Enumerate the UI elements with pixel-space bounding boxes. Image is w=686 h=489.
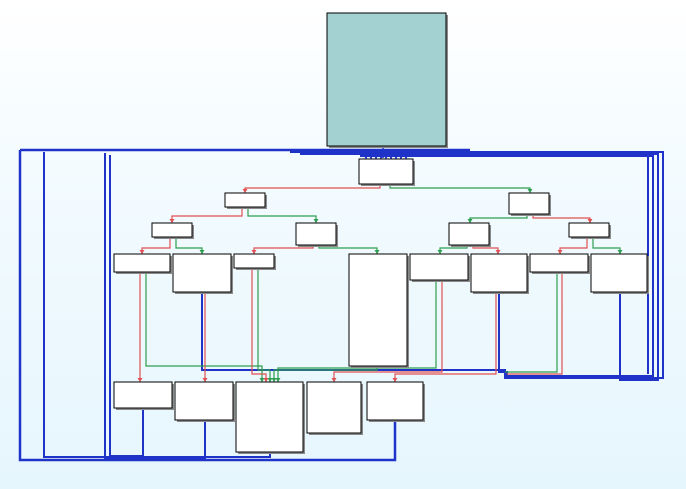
jump-edge: [360, 155, 654, 377]
basic-block[interactable]: [508, 192, 551, 216]
block-body[interactable]: [590, 253, 648, 293]
edge-arrowhead: [368, 155, 374, 159]
block-body[interactable]: [326, 12, 447, 147]
block-body[interactable]: [366, 381, 424, 421]
jump-edge: [18, 150, 397, 462]
basic-block[interactable]: [590, 253, 649, 294]
basic-block[interactable]: [409, 253, 470, 282]
edge-arrowhead: [393, 155, 399, 159]
block-body[interactable]: [448, 222, 490, 246]
true-edge: [257, 268, 271, 382]
edge-arrowhead: [137, 378, 143, 382]
edge-arrowhead: [587, 219, 593, 223]
edge-arrowhead: [139, 250, 145, 254]
true-edge: [175, 237, 203, 254]
edge-arrowhead: [374, 250, 380, 254]
basic-block[interactable]: [151, 222, 194, 239]
true-edge: [592, 237, 621, 254]
false-edge: [171, 207, 243, 223]
jump-edge: [109, 155, 144, 457]
block-body[interactable]: [235, 381, 304, 453]
edge-arrowhead: [373, 155, 379, 159]
edge-arrowhead: [495, 250, 501, 254]
basic-block[interactable]: [470, 253, 529, 294]
basic-blocks[interactable]: [113, 12, 649, 454]
edge-arrowhead: [437, 250, 443, 254]
dispatch-block[interactable]: [358, 158, 415, 186]
basic-block[interactable]: [295, 222, 338, 247]
edge-arrowhead: [398, 155, 404, 159]
edge-arrowhead: [403, 155, 409, 159]
basic-block[interactable]: [172, 253, 233, 294]
edge-arrowhead: [251, 250, 257, 254]
basic-block[interactable]: [348, 253, 409, 368]
basic-block[interactable]: [448, 222, 491, 247]
edge-arrowhead: [388, 155, 394, 159]
entry-block[interactable]: [326, 12, 448, 148]
basic-block[interactable]: [113, 253, 172, 274]
true-edge: [505, 272, 558, 373]
basic-block[interactable]: [233, 253, 276, 270]
edge-arrowhead: [242, 189, 248, 193]
edge-arrowhead: [527, 189, 533, 193]
false-edge: [244, 184, 381, 193]
true-edge: [247, 207, 317, 223]
jump-edge: [430, 152, 649, 374]
block-body[interactable]: [409, 253, 469, 281]
jump-edge: [201, 151, 664, 379]
block-body[interactable]: [358, 158, 414, 185]
edge-arrowhead: [202, 378, 208, 382]
edge-arrowhead: [267, 378, 273, 382]
edge-arrowhead: [557, 250, 563, 254]
edge-arrowhead: [392, 378, 398, 382]
false-edge: [507, 272, 563, 375]
false-edge: [333, 280, 443, 382]
block-body[interactable]: [113, 253, 171, 273]
jump-edge: [104, 153, 206, 459]
block-body[interactable]: [568, 222, 610, 238]
block-body[interactable]: [306, 381, 362, 434]
edge-arrowhead: [259, 378, 265, 382]
block-body[interactable]: [508, 192, 550, 215]
basic-block[interactable]: [529, 253, 590, 274]
edge-arrowhead: [275, 378, 281, 382]
block-body[interactable]: [529, 253, 589, 273]
block-body[interactable]: [174, 381, 234, 421]
basic-block[interactable]: [366, 381, 425, 422]
edge-arrowhead: [363, 155, 369, 159]
edge-arrowhead: [467, 219, 473, 223]
false-edge: [141, 237, 171, 254]
edge-arrowhead: [383, 155, 389, 159]
block-body[interactable]: [113, 381, 173, 409]
edge-arrowhead: [313, 219, 319, 223]
edge-arrowhead: [263, 378, 269, 382]
basic-block[interactable]: [306, 381, 363, 435]
block-body[interactable]: [151, 222, 193, 238]
false-edge: [251, 268, 267, 382]
block-body[interactable]: [172, 253, 232, 293]
false-edge: [559, 237, 588, 254]
basic-block[interactable]: [224, 192, 267, 209]
edge-arrowhead: [199, 250, 205, 254]
basic-block[interactable]: [568, 222, 611, 239]
block-body[interactable]: [470, 253, 528, 293]
basic-block[interactable]: [113, 381, 174, 410]
basic-block[interactable]: [174, 381, 235, 422]
back-edges: [18, 148, 664, 462]
block-body[interactable]: [224, 192, 266, 208]
block-body[interactable]: [233, 253, 275, 269]
block-body[interactable]: [348, 253, 408, 367]
edge-arrowhead: [271, 378, 277, 382]
block-body[interactable]: [295, 222, 337, 246]
edge-arrowhead: [331, 378, 337, 382]
false-edge: [394, 293, 497, 382]
edge-arrowhead: [169, 219, 175, 223]
return-block[interactable]: [235, 381, 305, 454]
edge-arrowhead: [617, 250, 623, 254]
